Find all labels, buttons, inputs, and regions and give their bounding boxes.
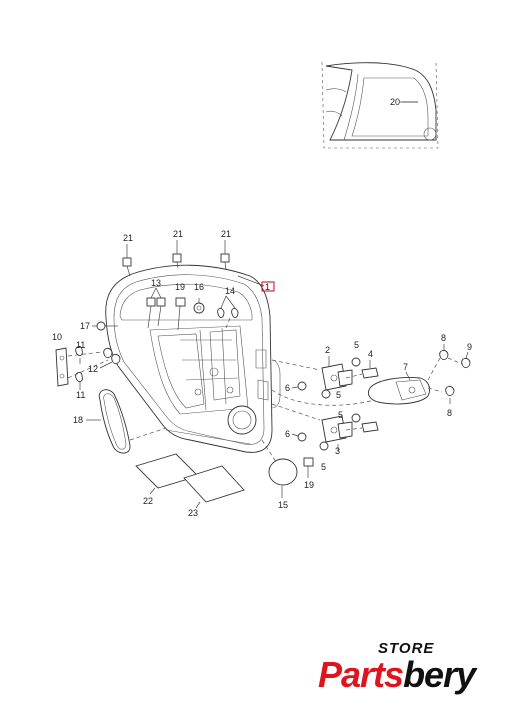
callout-12: 12 [88,364,98,374]
hinges-right [271,356,397,478]
door-shell [105,264,281,453]
callout-21: 21 [173,229,183,239]
hinge-left [55,345,121,390]
seal-loop-18 [86,389,167,454]
callout-8: 8 [441,333,446,343]
callout-6: 6 [285,429,290,439]
check-strap-7 [367,344,471,405]
part-1-highlight [261,281,275,292]
callout-13: 13 [151,278,161,288]
callout-5: 5 [321,462,326,472]
cap-15 [261,439,298,498]
partsbery-store-logo: STORE Partsbery [318,640,493,704]
callout-labels: 1 2 3 4 5 5 5 5 6 6 7 8 8 9 10 11 11 12 … [52,97,472,518]
logo-brand-red: Parts [318,654,404,695]
callout-19: 19 [304,480,314,490]
seal-parts-21 [122,240,230,277]
callout-2: 2 [325,345,330,355]
callout-5: 5 [336,390,341,400]
pads [135,453,245,509]
callout-8: 8 [447,408,452,418]
callout-5: 5 [338,410,343,420]
callout-16: 16 [194,282,204,292]
logo-store-text: STORE [378,640,435,657]
callout-23: 23 [188,508,198,518]
callout-4: 4 [368,349,373,359]
callout-11: 11 [76,390,85,400]
callout-6: 6 [285,383,290,393]
callout-1: 1 [265,282,270,292]
callout-7: 7 [403,362,408,372]
callout-9: 9 [467,342,472,352]
callout-22: 22 [143,496,153,506]
callout-21: 21 [221,229,231,239]
callout-19: 19 [175,282,185,292]
clips-upper [92,287,239,331]
logo-brand-text: Partsbery [318,654,476,696]
callout-18: 18 [73,415,83,425]
callout-3: 3 [335,446,340,456]
logo-brand-dark: bery [403,654,476,695]
callout-21: 21 [123,233,133,243]
callout-11: 11 [76,340,85,350]
callout-5: 5 [354,340,359,350]
callout-10: 10 [52,332,62,342]
callout-15: 15 [278,500,288,510]
callout-14: 14 [225,286,235,296]
callout-20: 20 [390,97,400,107]
callout-17: 17 [80,321,90,331]
inset-car-view [321,61,439,149]
